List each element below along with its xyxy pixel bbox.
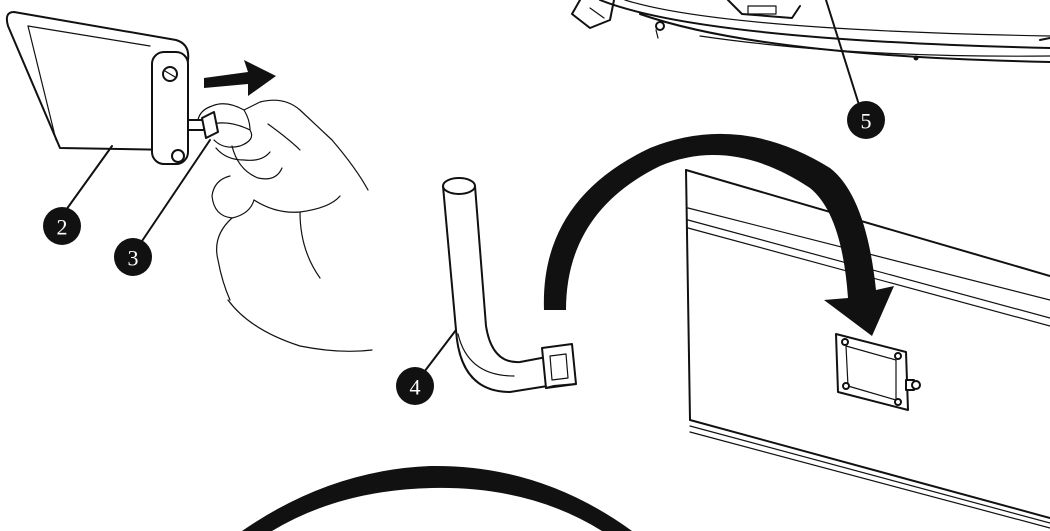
callout-2-label: 2 — [57, 215, 68, 240]
callout-4-label: 4 — [410, 375, 421, 400]
callout-3-label: 3 — [128, 246, 139, 271]
knob-part — [188, 112, 218, 138]
callout-3: 3 — [114, 238, 152, 276]
curved-arrow-icon — [544, 134, 894, 336]
machine-base-part — [572, 0, 1050, 62]
callout-4: 4 — [396, 367, 434, 405]
curved-arrow-icon — [242, 466, 632, 531]
callout-2: 2 — [43, 207, 81, 245]
callout-5-label: 5 — [861, 109, 872, 134]
right-arrow-icon — [204, 60, 276, 96]
panel-part — [686, 170, 1050, 528]
callout-5: 5 — [847, 101, 885, 139]
leader-line-2 — [66, 146, 112, 210]
hand-illustration — [198, 100, 372, 351]
leader-line-5 — [826, 0, 860, 108]
handle-plate-part — [7, 12, 188, 164]
